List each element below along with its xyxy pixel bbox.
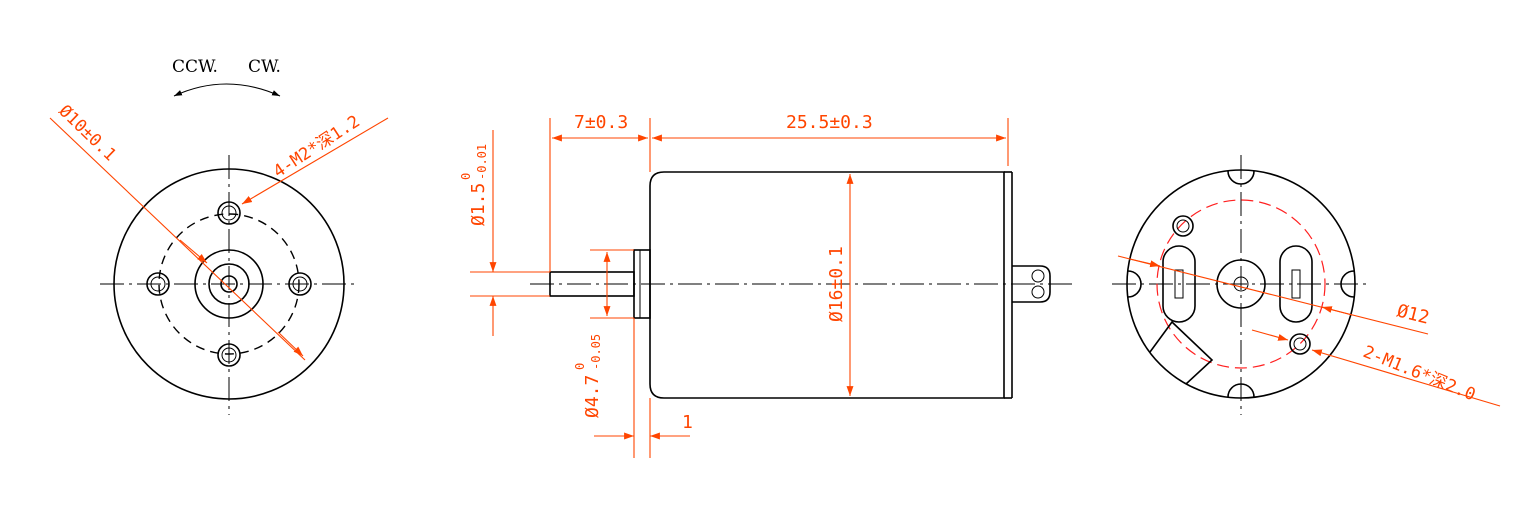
boss-dia-label: Ø4.7 [582,375,603,418]
ccw-label: CCW. [172,57,218,77]
pcd-arrow-b [1321,306,1353,316]
front-boss-inner [208,263,250,305]
shaft-dia-text: Ø1.5 0 -0.01 [459,144,489,226]
boss-dia-tol-upper: 0 [573,363,587,370]
boss-thickness-label: 1 [682,412,693,433]
rear-notches [1127,170,1355,398]
rear-terminal [1012,265,1051,303]
shaft-dia-tol-lower: -0.01 [475,144,489,180]
front-boss [194,249,264,319]
rear-body-outline [1126,169,1356,399]
front-hole-pcd [158,213,300,355]
front-center-dia-label: Ø10±0.1 [55,101,120,165]
rear-terminal-slot-left [1162,245,1196,323]
shaft-dia-tol-upper: 0 [459,173,473,180]
shaft-length-label: 7±0.3 [574,112,628,133]
side-view: 7±0.3 25.5±0.3 Ø1.5 0 -0.01 Ø4.7 0 -0.05… [459,112,1075,458]
rear-holes-arrow [1251,329,1289,341]
rear-view: Ø12 2-M1.6*深2.0 [1112,155,1501,415]
dia10-leader [49,117,306,361]
dia10-arrow-a [179,239,208,264]
rear-holes-leader [1311,349,1501,407]
body-length-label: 25.5±0.3 [786,112,873,133]
rear-pcd-circle [1156,199,1326,369]
rear-hole-bottom [1289,333,1311,355]
rotation-arrow [173,83,281,97]
front-mount-holes [146,201,312,367]
boss-dia-text: Ø4.7 0 -0.05 [573,334,603,418]
front-shaft [220,275,238,293]
m2-leader [241,117,389,205]
rear-terminal-slot-right [1279,245,1313,323]
body-dia-label: Ø16±0.1 [826,246,847,322]
front-mount-holes-label: 4-M2*深1.2 [270,112,364,183]
rear-holes-label: 2-M1.6*深2.0 [1360,342,1478,405]
dia10-arrow-b [277,331,304,357]
shaft-dia-label: Ø1.5 [468,183,489,226]
boss-dia-tol-lower: -0.05 [589,334,603,370]
rear-pcd-label: Ø12 [1395,300,1432,328]
rear-hole-top [1172,215,1194,237]
rear-cutout [1149,320,1214,385]
motor-body [649,171,1005,399]
pcd-leader [1117,255,1429,335]
front-body-outline [113,168,345,400]
cw-label: CW. [248,57,281,77]
output-shaft [549,271,635,297]
pcd-arrow-a [1129,258,1161,268]
front-view: CCW. CW. Ø10±0.1 4-M2*深1.2 [49,57,389,415]
rear-bearing [1216,259,1266,309]
